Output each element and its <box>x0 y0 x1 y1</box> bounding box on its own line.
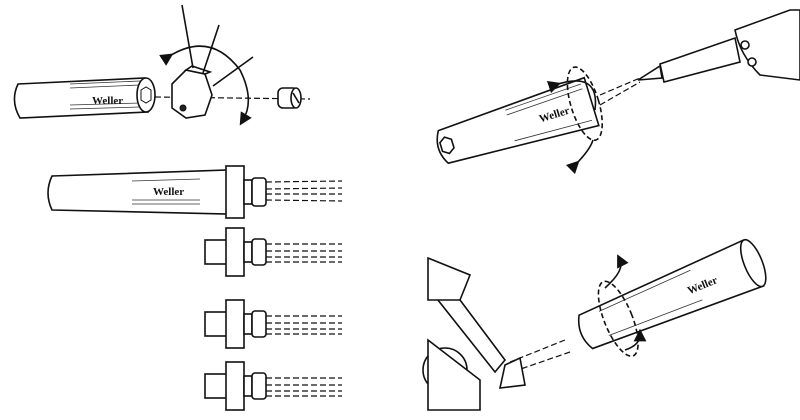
figure-handle-assembly: Weller <box>47 165 343 219</box>
soldering-iron <box>637 9 800 83</box>
end-cap <box>277 87 302 109</box>
hex-nut <box>171 4 254 119</box>
brand-label: Weller <box>153 186 184 198</box>
assembly-step-1 <box>204 227 342 277</box>
figure-tip-installation: Weller <box>422 238 767 411</box>
brand-label: Weller <box>92 95 123 107</box>
assembly-step-3 <box>204 361 342 411</box>
figure-tip-removal: Weller <box>436 9 800 175</box>
figure-disassembly: Weller <box>13 4 311 126</box>
tip-tool <box>422 256 526 411</box>
assembly-step-2 <box>204 299 342 349</box>
handle-tube: Weller <box>13 77 156 119</box>
